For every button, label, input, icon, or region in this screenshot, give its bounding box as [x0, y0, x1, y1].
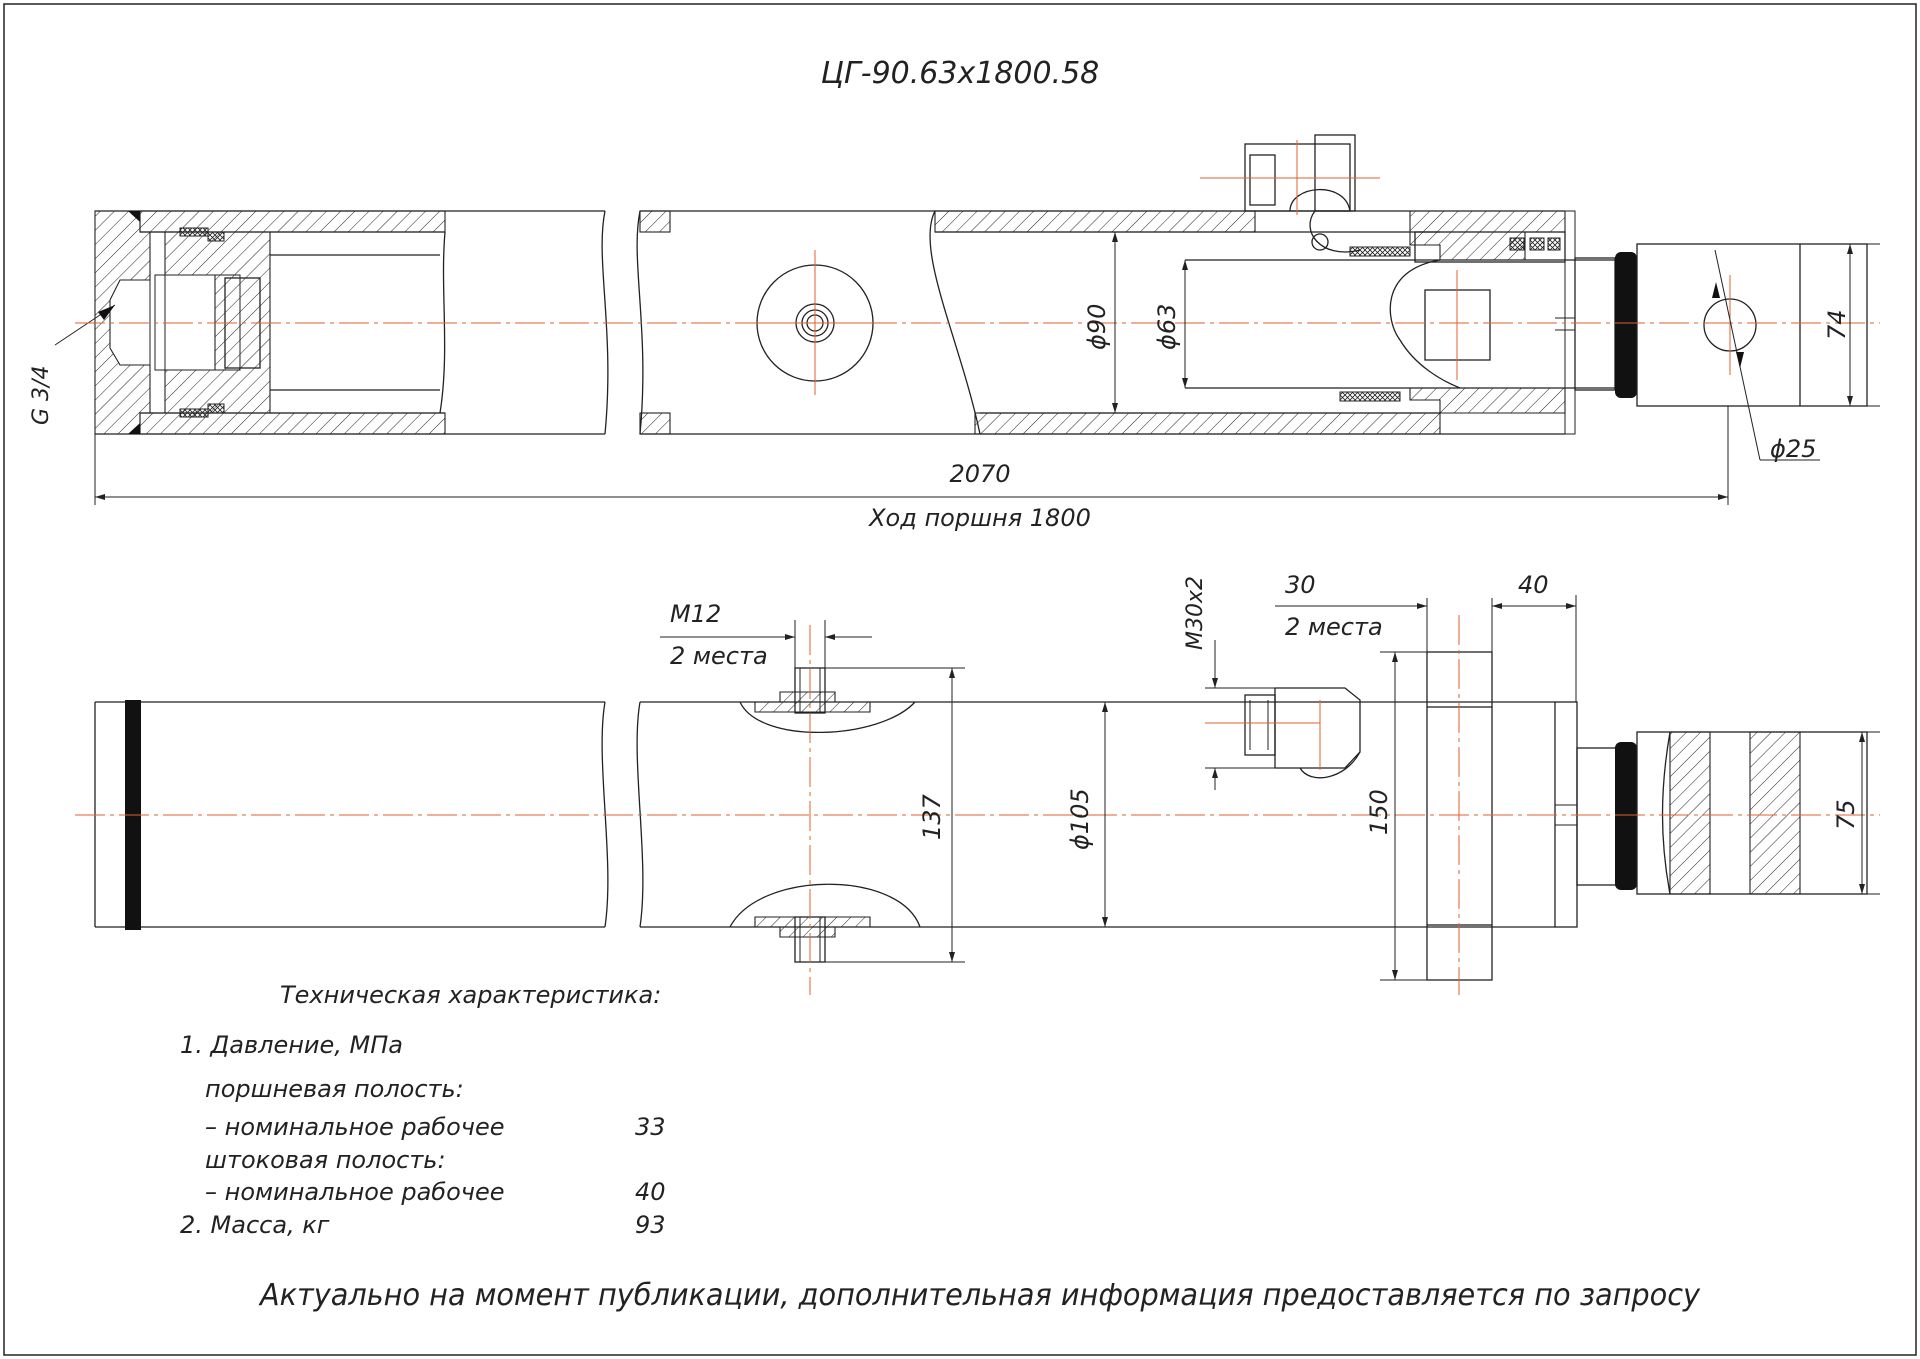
specs-pressure-title: 1. Давление, МПа [180, 1031, 403, 1059]
label-mount-count: 2 места [670, 642, 768, 670]
label-mount-span: 137 [918, 793, 946, 840]
specs-nominal-2-value: 40 [635, 1178, 666, 1206]
specs-mass-label: 2. Масса, кг [180, 1211, 330, 1239]
top-view-dimensions [94, 232, 1880, 505]
bottom-view-dimensions [660, 595, 1880, 981]
label-width-40: 40 [1518, 571, 1549, 599]
drawing-frame [3, 3, 1917, 1356]
label-mount-thread: M12 [670, 600, 721, 628]
label-fitting-count: 2 места [1285, 613, 1383, 641]
label-bore: ϕ90 [1083, 304, 1111, 350]
specs-nominal-1-label: – номинальное рабочее [205, 1113, 505, 1141]
specs-rod-cavity: штоковая полость: [205, 1146, 446, 1174]
label-eye-span: 150 [1365, 789, 1393, 835]
tech-specs: Техническая характеристика: 1. Давление,… [180, 981, 666, 1239]
specs-piston-cavity: поршневая полость: [205, 1075, 464, 1103]
label-eye-height: 74 [1823, 309, 1851, 340]
bottom-view [94, 651, 1868, 981]
label-rod: ϕ63 [1153, 304, 1181, 350]
specs-heading: Техническая характеристика: [280, 981, 661, 1009]
label-body-diameter: ϕ105 [1066, 788, 1094, 850]
label-end-height: 75 [1832, 799, 1860, 830]
top-view-axes [75, 140, 1880, 395]
label-port: G 3/4 [29, 366, 54, 425]
specs-mass-value: 93 [635, 1211, 666, 1239]
top-view-section [54, 134, 1868, 435]
label-stroke: Ход поршня 1800 [867, 504, 1091, 532]
label-pin-diameter: ϕ25 [1770, 435, 1816, 463]
label-overall-length: 2070 [949, 460, 1010, 488]
footer-note: Актуально на момент публикации, дополнит… [258, 1278, 1701, 1313]
label-fitting-thread: M30x2 [1183, 576, 1208, 650]
specs-nominal-1-value: 33 [635, 1113, 666, 1141]
specs-nominal-2-label: – номинальное рабочее [205, 1178, 505, 1206]
label-width-30: 30 [1285, 571, 1316, 599]
drawing-title: ЦГ-90.63х1800.58 [821, 56, 1100, 91]
bottom-view-axes [75, 615, 1880, 995]
